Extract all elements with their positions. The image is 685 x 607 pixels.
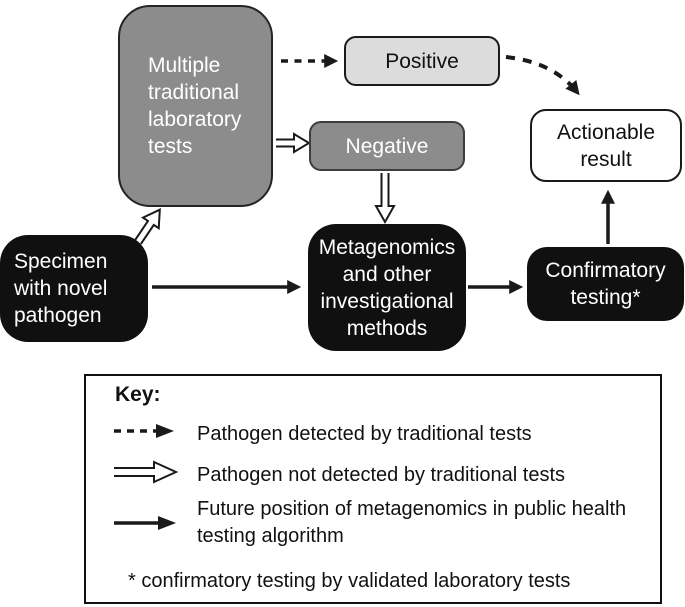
key-box: Key: Pathogen detected by traditional te… bbox=[84, 374, 662, 604]
node-multiple-traditional-tests: Multiple traditional laboratory tests bbox=[118, 5, 273, 207]
node-positive: Positive bbox=[344, 36, 500, 86]
node-label: Specimen with novel pathogen bbox=[14, 250, 108, 327]
hollow-arrow-icon bbox=[114, 460, 179, 484]
key-footnote: * confirmatory testing by validated labo… bbox=[128, 570, 571, 592]
node-label: Metagenomics and other investigational m… bbox=[318, 235, 456, 340]
edge-positive-to-actionable bbox=[505, 55, 580, 96]
solid-arrow-icon bbox=[114, 516, 176, 530]
key-entry-label: Pathogen not detected by traditional tes… bbox=[197, 464, 566, 486]
key-entry-label: Future position of metagenomics in publi… bbox=[197, 498, 627, 547]
node-specimen-with-novel-pathogen: Specimen with novel pathogen bbox=[0, 235, 148, 342]
node-label: Confirmatory testing* bbox=[545, 259, 666, 309]
node-negative: Negative bbox=[309, 121, 465, 171]
node-label: Actionable result bbox=[556, 120, 656, 171]
key-entry-label: Pathogen detected by traditional tests bbox=[197, 423, 532, 445]
dashed-arrow-icon bbox=[114, 424, 174, 438]
edge-tests-to-negative bbox=[276, 132, 311, 154]
node-actionable-result: Actionable result bbox=[530, 109, 682, 182]
node-confirmatory-testing: Confirmatory testing* bbox=[527, 247, 684, 321]
node-label: Multiple traditional laboratory tests bbox=[148, 54, 242, 158]
node-metagenomics: Metagenomics and other investigational m… bbox=[308, 224, 466, 351]
node-label: Negative bbox=[345, 134, 429, 158]
key-title: Key: bbox=[115, 383, 161, 406]
edge-negative-to-metagenomics bbox=[374, 173, 396, 225]
node-label: Positive bbox=[385, 49, 459, 73]
